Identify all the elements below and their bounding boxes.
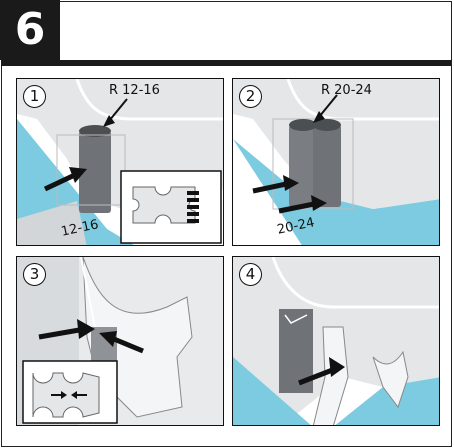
panel-1-radius-label: R 12-16 xyxy=(109,83,160,98)
panel-2-illustration xyxy=(233,79,440,246)
large-roller-right xyxy=(313,125,341,207)
panel-2: 2 R 20-24 20-24 xyxy=(232,78,440,246)
panel-4-illustration xyxy=(233,257,440,426)
large-roller-left xyxy=(289,125,317,207)
panel-1-number: 1 xyxy=(23,85,46,108)
panel-2-radius-label: R 20-24 xyxy=(321,83,372,98)
header-band xyxy=(1,60,451,66)
panel-2-number: 2 xyxy=(239,85,262,108)
panel-4-number: 4 xyxy=(239,263,262,286)
panel-4: 4 xyxy=(232,256,440,426)
panel-1: 1 R 12-16 12-16 xyxy=(16,78,224,246)
step-number-badge: 6 xyxy=(0,0,60,60)
panel-3-illustration xyxy=(17,257,224,426)
panel-1-illustration xyxy=(17,79,224,246)
panel-3-number: 3 xyxy=(23,263,46,286)
panel-3: 3 xyxy=(16,256,224,426)
